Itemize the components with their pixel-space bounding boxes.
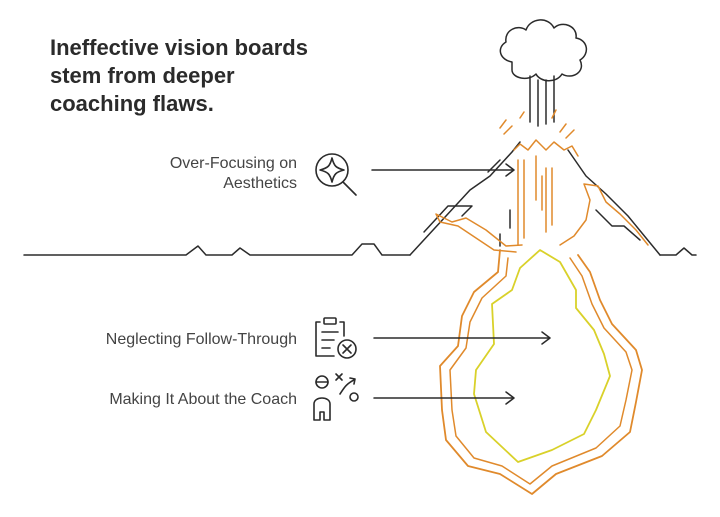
label-making-it-about-coach: Making It About the Coach xyxy=(109,391,297,408)
label-over-focusing-line-2: Aesthetics xyxy=(223,175,297,192)
smoke-cloud xyxy=(499,19,588,127)
page-title: Ineffective vision boards stem from deep… xyxy=(50,34,350,118)
title-line-3: coaching flaws. xyxy=(50,91,214,116)
magma-flow xyxy=(435,109,649,253)
arrow-neglecting xyxy=(373,331,551,345)
arrow-over-focusing xyxy=(371,163,515,177)
magma-chamber xyxy=(439,249,643,495)
label-over-focusing: Over-Focusing on Aesthetics xyxy=(170,154,297,194)
clipboard-x-icon xyxy=(315,317,357,359)
label-over-focusing-line-1: Over-Focusing on xyxy=(169,155,297,172)
volcano-outline xyxy=(409,141,661,256)
title-line-1: Ineffective vision boards xyxy=(50,35,308,60)
arrow-coach xyxy=(373,391,515,405)
coach-strategy-icon xyxy=(313,373,359,421)
sparkle-search-icon xyxy=(315,153,357,196)
title-line-2: stem from deeper xyxy=(50,63,235,88)
core-chamber xyxy=(473,249,611,463)
ground-line xyxy=(23,243,697,256)
connector-arrows xyxy=(371,163,551,405)
label-neglecting-follow-through: Neglecting Follow-Through xyxy=(105,331,297,348)
